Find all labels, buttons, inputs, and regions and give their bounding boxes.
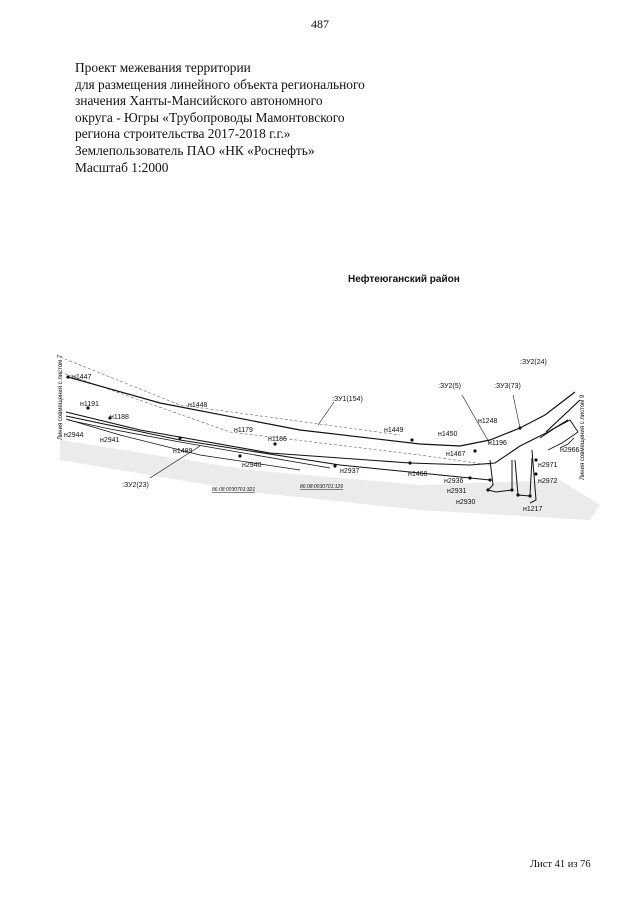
plot-outline <box>539 419 579 451</box>
node-label: н1179 <box>234 427 253 434</box>
vertex-dot <box>86 406 90 410</box>
parcel-label: :ЗУ1(154) <box>332 396 363 403</box>
node-label: н2972 <box>538 478 558 485</box>
node-label: н1489 <box>173 448 193 455</box>
vertex-dot <box>510 488 514 492</box>
vertex-dot <box>473 449 477 453</box>
node-label: н1467 <box>446 451 466 458</box>
plot-outline <box>487 459 513 493</box>
header-line: Землепользователь ПАО «НК «Роснефть» <box>75 142 315 158</box>
node-label: н1217 <box>523 506 543 513</box>
right-edge-label: Линия совмещения с листом 9 <box>580 394 586 480</box>
leader-line <box>512 394 521 429</box>
vertex-dot <box>488 478 492 482</box>
boundary-line <box>67 419 331 469</box>
node-label: н1191 <box>80 401 99 408</box>
plot-outline <box>514 457 533 497</box>
vertex-dot <box>516 493 520 497</box>
node-label: н2937 <box>340 468 360 475</box>
dashed-line <box>59 356 401 436</box>
district-label: Нефтеюганский район <box>348 274 460 285</box>
vertex-dot <box>518 426 522 430</box>
node-label: н1449 <box>384 427 404 434</box>
vertex-dot <box>528 494 532 498</box>
vertex-dot <box>238 454 242 458</box>
leader-line <box>149 445 201 479</box>
header-line: значения Ханты-Мансийского автономного <box>75 93 323 109</box>
header-line: для размещения линейного объекта региона… <box>75 76 365 92</box>
cadastral-number: 86:08:0030701:321 <box>212 487 255 493</box>
plot-outline <box>545 399 581 433</box>
leader-line <box>317 401 335 426</box>
node-label: н1448 <box>188 402 208 409</box>
boundary-line <box>67 376 576 447</box>
node-label: н2944 <box>64 432 84 439</box>
node-label: н2931 <box>447 488 467 495</box>
node-label: н1468 <box>408 471 428 478</box>
plot-outline <box>559 437 575 449</box>
boundary-line <box>65 415 491 481</box>
vertex-dot <box>468 476 472 480</box>
node-label: н1186 <box>268 436 287 443</box>
sheet-footer: Лист 41 из 76 <box>530 859 591 870</box>
parcel-label: :ЗУ2(23) <box>122 482 149 489</box>
vertex-dot <box>410 438 414 442</box>
header-line: Проект межевания территории <box>75 60 251 75</box>
node-label: н1447 <box>72 374 92 381</box>
node-label: н1248 <box>478 418 498 425</box>
vertex-dot <box>408 461 412 465</box>
node-label: н2936 <box>444 478 464 485</box>
node-label: н2941 <box>100 437 120 444</box>
vertex-dot <box>66 375 70 379</box>
parcel-label: :ЗУ2(24) <box>520 359 547 366</box>
parcel-label: :ЗУ3(73) <box>494 383 521 390</box>
node-label: н2930 <box>456 499 476 506</box>
header-line: округа - Югры «Трубопроводы Мамонтовског… <box>75 109 345 125</box>
left-edge-label: Линия совмещения с листом 7 <box>58 354 64 440</box>
plot-outline <box>529 449 537 504</box>
vertex-dot <box>108 416 112 420</box>
parcel-label: :ЗУ2(5) <box>438 383 461 390</box>
boundary-line <box>65 418 301 471</box>
vertex-dot <box>273 442 277 446</box>
vertex-dot <box>486 488 490 492</box>
cadastral-number: 86:08:0030701:126 <box>300 484 343 490</box>
node-label: н1196 <box>488 440 507 447</box>
dashed-line <box>59 371 491 466</box>
vertex-dot <box>178 436 182 440</box>
vertex-dot <box>333 464 337 468</box>
header-block: Проект межевания территории для размещен… <box>75 60 365 176</box>
header-line: региона строительства 2017-2018 г.г.» <box>75 126 291 142</box>
node-label: н2940 <box>242 462 262 469</box>
survey-map: Линия совмещения с листом 7 Линия совмещ… <box>58 354 600 520</box>
node-label: н2971 <box>538 462 558 469</box>
boundary-line <box>65 411 569 466</box>
map-shading <box>60 440 600 520</box>
node-label: н1188 <box>110 414 129 421</box>
node-label: н1450 <box>438 431 458 438</box>
page-number: 487 <box>311 17 329 31</box>
vertex-dot <box>534 472 538 476</box>
header-line: Масштаб 1:2000 <box>75 159 169 175</box>
vertex-dot <box>534 458 538 462</box>
node-label: н2966 <box>560 447 580 454</box>
leader-line <box>461 394 491 445</box>
